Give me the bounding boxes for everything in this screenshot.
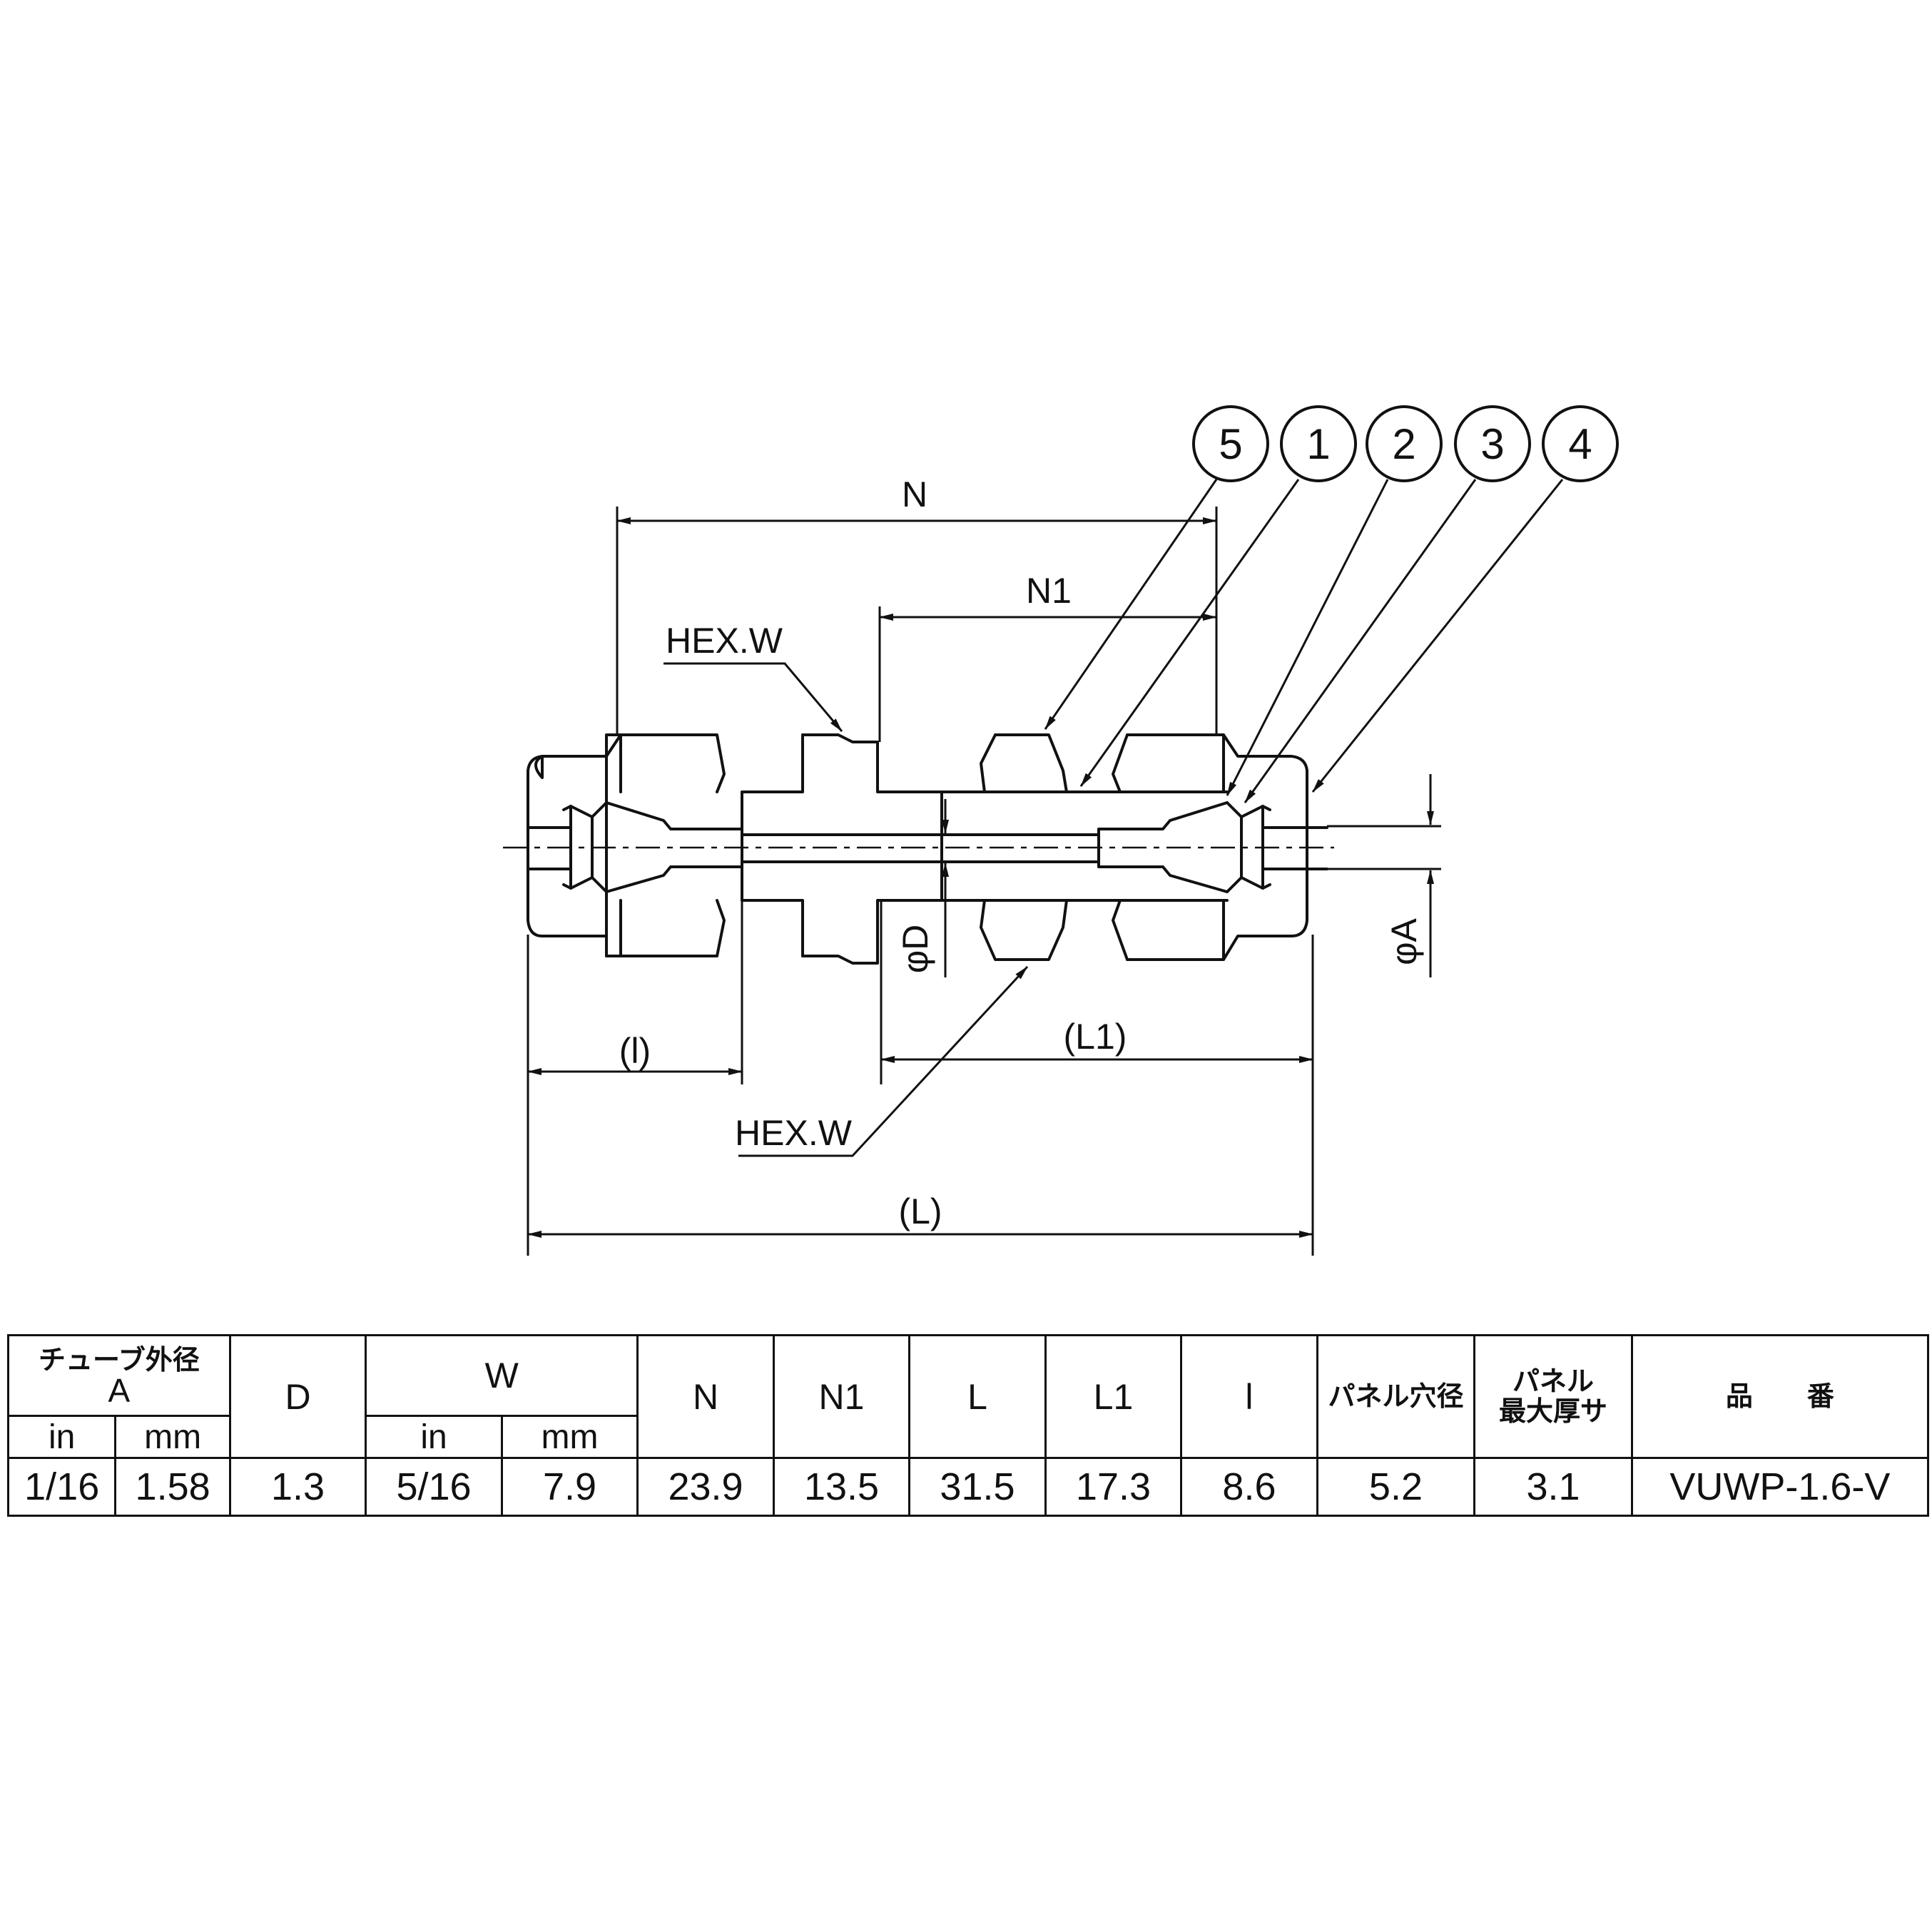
cell-part-no: VUWP-1.6-V — [1630, 1457, 1930, 1517]
unit-a-mm: mm — [114, 1415, 231, 1459]
header-panel-max-line1: パネル — [1512, 1366, 1595, 1397]
cell-w-in: 5/16 — [365, 1457, 503, 1517]
cell-n1: 13.5 — [772, 1457, 911, 1517]
cell-l1: 17.3 — [1044, 1457, 1183, 1517]
header-tube-od-sub: A — [108, 1372, 131, 1409]
dim-phi-a-label: φA — [1384, 917, 1424, 965]
header-l: L — [908, 1334, 1047, 1459]
cell-n: 23.9 — [636, 1457, 775, 1517]
table-row: 1/16 1.58 1.3 5/16 7.9 23.9 13.5 31.5 17… — [6, 1457, 1930, 1517]
dim-n1-label: N1 — [1026, 571, 1072, 611]
header-w: W — [365, 1334, 639, 1417]
dim-l-small-label: (l) — [619, 1031, 651, 1071]
cell-small-l: 8.6 — [1180, 1457, 1318, 1517]
unit-a-in: in — [6, 1415, 117, 1459]
dim-phi-d-label: φD — [895, 925, 935, 974]
unit-w-mm: mm — [500, 1415, 639, 1459]
balloon-2 — [1366, 405, 1443, 482]
cell-l: 31.5 — [908, 1457, 1047, 1517]
header-panel-max: パネル 最大厚サ — [1473, 1334, 1633, 1459]
balloon-2-label: 2 — [1392, 420, 1415, 468]
cell-panel-max: 3.1 — [1473, 1457, 1633, 1517]
hex-w-top-label: HEX.W — [666, 621, 783, 661]
balloon-4-label: 4 — [1568, 420, 1592, 468]
header-d: D — [228, 1334, 367, 1459]
header-panel-max-line2: 最大厚サ — [1499, 1396, 1608, 1427]
header-tube-od: チューブ外径 A — [7, 1334, 231, 1417]
balloon-5-label: 5 — [1219, 420, 1242, 468]
cell-panel-hole: 5.2 — [1316, 1457, 1476, 1517]
header-tube-od-label: チューブ外径 — [39, 1346, 200, 1376]
balloon-3-label: 3 — [1480, 420, 1504, 468]
header-part-no: 品 番 — [1630, 1334, 1930, 1459]
balloon-1-label: 1 — [1306, 420, 1330, 468]
cell-a-mm: 1.58 — [114, 1457, 231, 1517]
part-balloons — [1044, 405, 1619, 803]
cell-d: 1.3 — [228, 1457, 367, 1517]
cell-w-mm: 7.9 — [500, 1457, 639, 1517]
dim-l1-label: (L1) — [1064, 1017, 1127, 1057]
balloon-1 — [1280, 405, 1357, 482]
dim-n-label: N — [902, 474, 927, 514]
header-small-l: l — [1180, 1334, 1318, 1459]
hex-w-bottom-label: HEX.W — [735, 1113, 853, 1153]
fitting-internals — [503, 801, 1334, 893]
balloon-5 — [1192, 405, 1269, 482]
header-n1: N1 — [772, 1334, 911, 1459]
header-l1: L1 — [1044, 1334, 1183, 1459]
dim-l-label: (L) — [898, 1191, 942, 1231]
balloon-3 — [1454, 405, 1531, 482]
header-n: N — [636, 1334, 775, 1459]
balloon-4 — [1542, 405, 1619, 482]
cell-a-in: 1/16 — [6, 1457, 117, 1517]
unit-w-in: in — [365, 1415, 503, 1459]
dimensions — [527, 507, 1441, 1256]
header-panel-hole: パネル穴径 — [1316, 1334, 1476, 1459]
fitting-body — [527, 733, 1308, 965]
spec-table: チューブ外径 A D W N N1 L L1 l パネル穴径 パネル 最大厚サ … — [6, 1334, 1930, 1517]
